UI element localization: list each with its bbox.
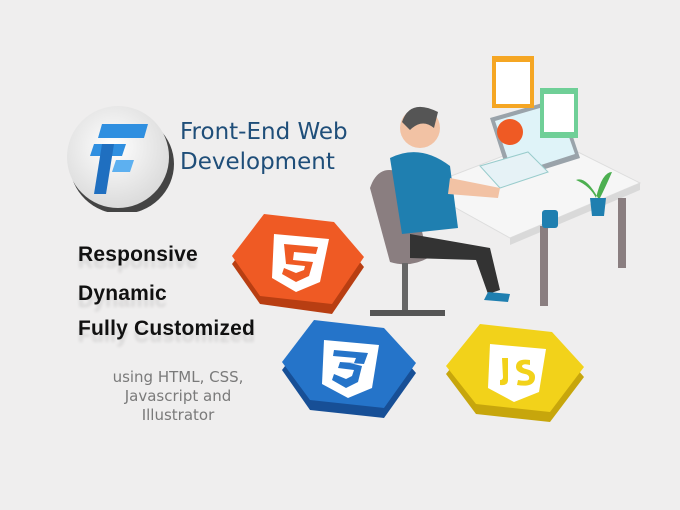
brand-title: Front-End Web Development [180,117,380,177]
brand-title-line1: Front-End Web [180,119,348,145]
javascript-icon [440,322,590,432]
developer-at-desk-illustration [350,48,650,328]
html5-icon [224,212,374,322]
feature-responsive: Responsive [78,243,198,266]
css3-icon [276,318,426,428]
brand-title-line2: Development [180,149,335,175]
tech-note-line2: Javascript and [124,387,232,405]
brand-logo [64,102,174,214]
tech-note: using HTML, CSS, Javascript and Illustra… [98,368,258,425]
tech-note-line3: Illustrator [141,406,215,424]
feature-dynamic: Dynamic [78,282,167,305]
feature-fully-customized: Fully Customized [78,317,256,340]
stacked-bars-logo-icon [90,124,148,194]
tech-note-line1: using HTML, CSS, [112,368,244,386]
